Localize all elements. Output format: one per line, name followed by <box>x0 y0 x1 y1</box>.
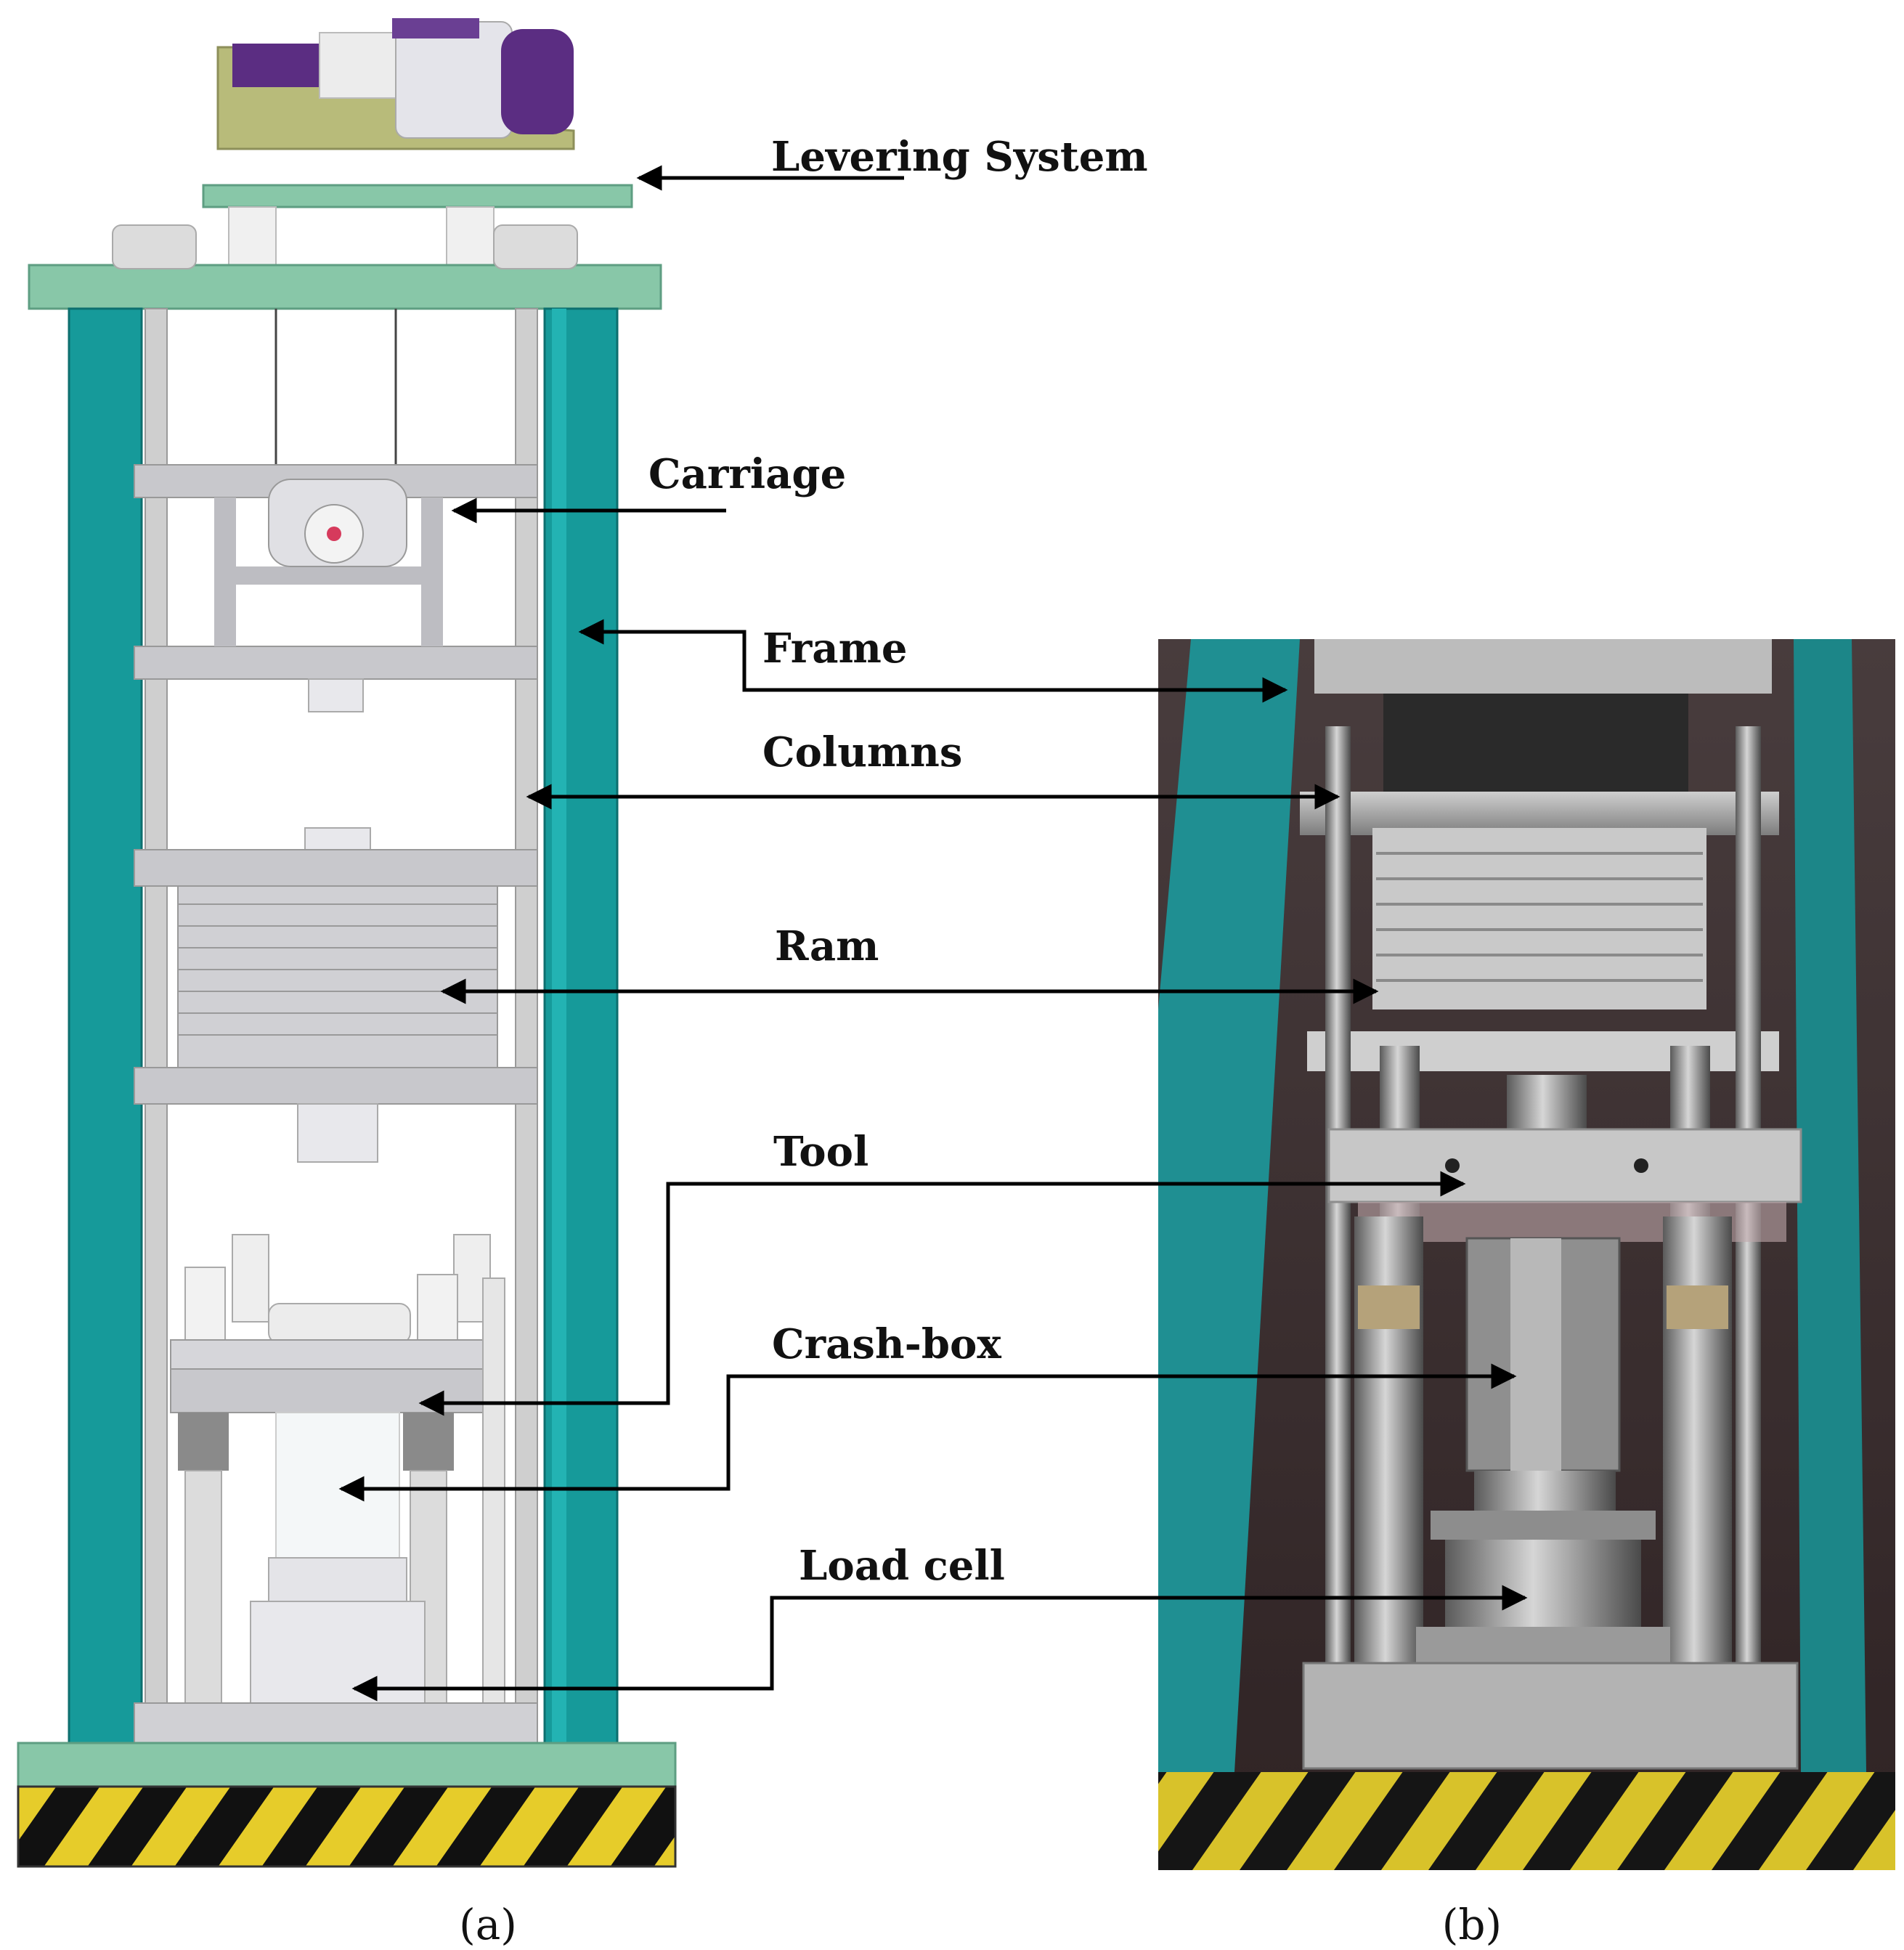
carriage-model <box>134 464 538 712</box>
ram-model <box>134 827 538 1163</box>
guide-column-right <box>515 308 538 1751</box>
top-plate <box>28 264 662 310</box>
label-ram: Ram <box>775 922 879 970</box>
cad-model-panel <box>17 18 677 1868</box>
label-tool: Tool <box>773 1128 868 1176</box>
caption-b: (b) <box>1442 1900 1502 1949</box>
label-load-cell: Load cell <box>799 1542 1005 1590</box>
guide-column-left <box>145 308 168 1751</box>
levering-system-model <box>202 18 633 269</box>
test-fixture-model <box>134 1234 538 1751</box>
label-crash-box: Crash-box <box>772 1320 1001 1368</box>
leader-lines <box>338 165 1528 1702</box>
frame-left-upright <box>68 307 143 1752</box>
label-frame: Frame <box>762 625 907 673</box>
label-levering-system: Levering System <box>771 133 1148 181</box>
label-carriage: Carriage <box>648 450 846 498</box>
photo-hazard-base <box>1158 1772 1895 1870</box>
caption-a: (a) <box>459 1900 517 1949</box>
hazard-base <box>17 1785 677 1868</box>
label-columns: Columns <box>762 728 962 776</box>
photo-panel <box>1158 639 1895 1870</box>
labels: Levering System Carriage Frame Columns R… <box>648 133 1148 1590</box>
